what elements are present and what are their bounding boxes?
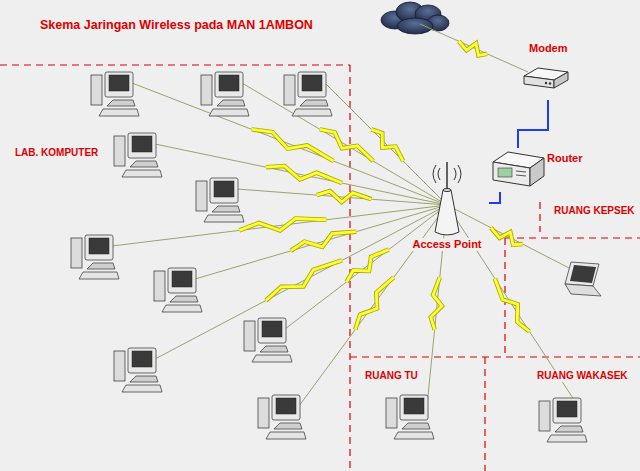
- computer-icon: [196, 178, 244, 222]
- laptop-icon: [565, 262, 601, 296]
- device-label: Modem: [528, 42, 569, 55]
- room-border: [505, 237, 640, 238]
- computer-icon: [71, 235, 119, 279]
- wireless-line: [285, 205, 447, 329]
- cable-connector: [518, 100, 548, 148]
- icon-part: [433, 165, 436, 183]
- wireless-bolt-edge: [371, 129, 403, 161]
- icon-part: [446, 162, 448, 192]
- wireless-bolt: [431, 277, 442, 329]
- wireless-bolt: [239, 218, 326, 230]
- computer-icon: [114, 348, 162, 392]
- room-label: LAB. KOMPUTER: [14, 147, 99, 159]
- room-border: [350, 356, 640, 357]
- computer-icon: [539, 398, 587, 442]
- room-label: RUANG TU: [364, 370, 419, 382]
- computer-icon: [244, 318, 292, 362]
- wireless-line: [112, 205, 447, 246]
- wireless-bolt-edge: [291, 232, 357, 251]
- computer-icon: [114, 133, 162, 177]
- wireless-line: [237, 189, 447, 205]
- internet-cloud: [381, 2, 449, 34]
- modem-device: Modem: [518, 42, 572, 100]
- wireless-bolt: [371, 129, 403, 161]
- wireless-bolt-edge: [491, 228, 523, 245]
- wireless-bolt: [266, 166, 342, 183]
- access-point-device: Access Point: [405, 158, 489, 253]
- wireless-bolt-edge: [239, 218, 326, 230]
- icon-part: [554, 72, 568, 88]
- wireless-bolt: [459, 41, 487, 55]
- wireless-bolt-edge: [266, 166, 342, 183]
- wireless-line: [325, 83, 447, 205]
- wireless-line: [242, 83, 447, 205]
- cable-connector: [489, 192, 500, 203]
- icon-part: [516, 171, 526, 172]
- room-border: [484, 357, 485, 471]
- icon-part: [443, 189, 451, 192]
- room-label: RUANG KEPSEK: [553, 205, 636, 217]
- wireless-bolt-edge: [495, 278, 530, 331]
- computer-icon: [386, 395, 434, 439]
- wireless-bolt: [317, 191, 372, 202]
- wireless-bolt: [252, 129, 334, 161]
- computer-icon: [258, 395, 306, 439]
- wireless-bolt-edge: [320, 129, 373, 161]
- icon-part: [458, 165, 461, 183]
- computer-icon: [154, 268, 202, 312]
- room-border: [539, 202, 540, 232]
- wireless-line: [299, 205, 447, 406]
- computers: [71, 72, 601, 442]
- computer-icon: [201, 72, 249, 116]
- wireless-bolt: [266, 260, 342, 300]
- wireless-bolt: [291, 232, 357, 251]
- icon-part: [498, 168, 512, 177]
- wireless-bolt-edge: [252, 129, 334, 161]
- wireless-bolt: [491, 228, 523, 245]
- wireless-bolt: [320, 129, 373, 161]
- room-label: RUANG WAKASEK: [536, 370, 629, 382]
- wireless-line: [447, 205, 569, 268]
- icon-part: [435, 190, 459, 235]
- router-device: Router: [490, 148, 590, 192]
- device-label: Router: [546, 152, 583, 165]
- wireless-bolt: [355, 277, 393, 329]
- icon-part: [545, 82, 547, 84]
- icon-part: [438, 168, 440, 180]
- wireless-bolt-edge: [317, 191, 372, 202]
- room-border: [504, 238, 505, 357]
- computer-icon: [284, 72, 332, 116]
- icon-part: [516, 175, 526, 176]
- room-border: [0, 64, 350, 65]
- wireless-bolt-edge: [459, 41, 487, 55]
- computer-icon: [91, 72, 139, 116]
- icon-part: [493, 162, 530, 186]
- icon-part: [549, 82, 551, 84]
- icon-part: [530, 158, 544, 186]
- room-borders: [0, 65, 640, 471]
- room-border: [349, 65, 350, 471]
- wireless-bolt-edge: [431, 277, 442, 329]
- diagram-title: Skema Jaringan Wireless pada MAN 1AMBON: [40, 18, 313, 32]
- icon-part: [454, 168, 456, 180]
- device-label: Access Point: [411, 238, 482, 251]
- wireless-links: [112, 24, 580, 409]
- wireless-line: [420, 24, 528, 72]
- icon-part: [524, 76, 554, 88]
- wireless-bolt-edge: [266, 260, 342, 300]
- wireless-bolt-edge: [355, 277, 393, 329]
- wireless-line: [155, 205, 447, 359]
- wireless-bolt: [495, 278, 530, 331]
